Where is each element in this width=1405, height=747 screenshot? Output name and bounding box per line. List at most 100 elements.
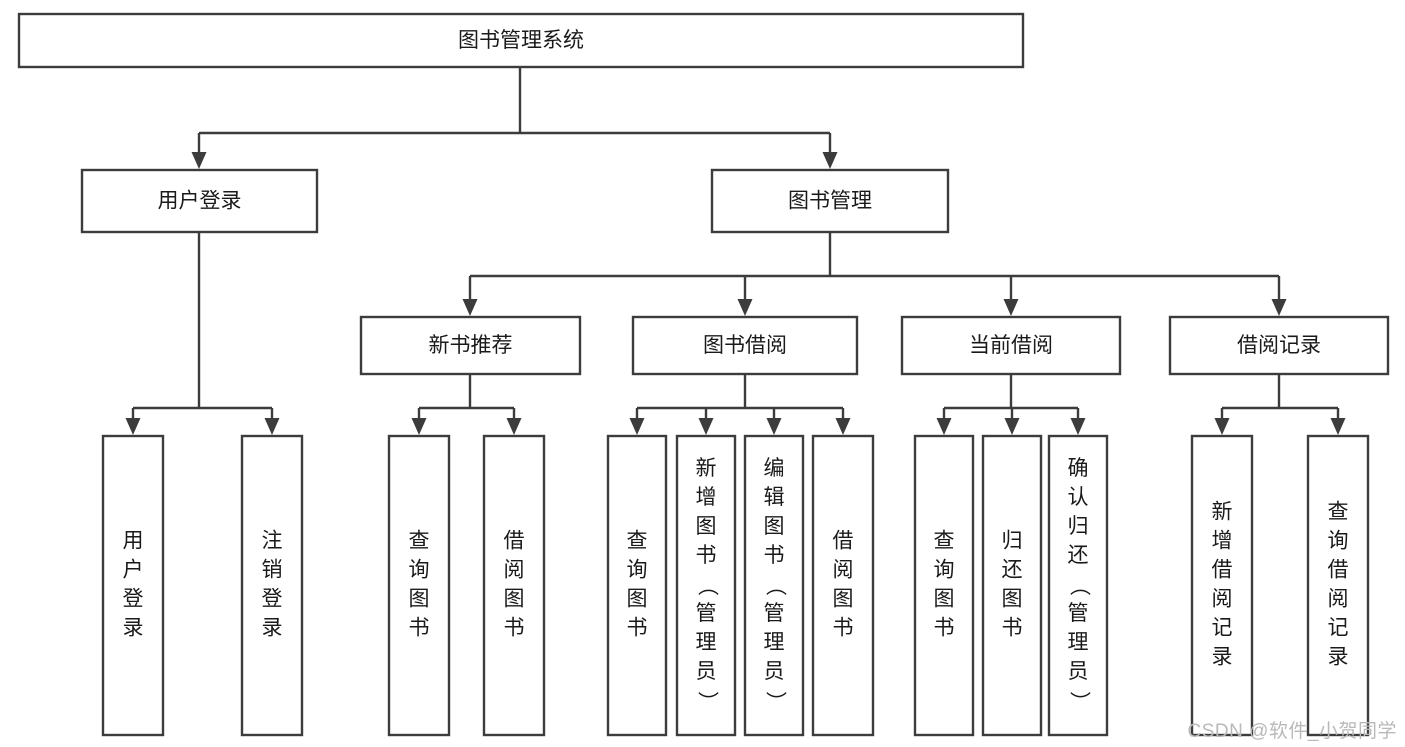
arrow-head-icon	[835, 418, 851, 435]
node-label-char: 图	[504, 588, 525, 611]
node-label-char: 借	[1328, 559, 1349, 582]
node-label-char: 录	[262, 617, 283, 640]
node-label-char: 员	[1068, 660, 1089, 683]
node-label-char: ）	[695, 691, 718, 712]
arrow-head-icon	[191, 152, 207, 169]
node-l2-user[interactable]: 用户登录	[80, 168, 319, 234]
node-label-char: 阅	[1328, 588, 1349, 611]
arrow-head-icon	[629, 418, 645, 435]
node-label-char: 书	[409, 617, 430, 640]
node-label: 借阅记录	[1237, 334, 1321, 357]
node-label-char: 借	[1212, 559, 1233, 582]
node-box[interactable]	[387, 434, 451, 737]
node-l3-current[interactable]: 当前借阅	[900, 315, 1122, 376]
node-label-char: 销	[262, 559, 283, 582]
node-label-char: 查	[409, 530, 430, 553]
arrow-head-icon	[462, 299, 478, 316]
connector-record-to-leaves	[1214, 374, 1346, 435]
node-label-char: 户	[123, 559, 144, 582]
node-label-char: 记	[1212, 617, 1233, 640]
node-box[interactable]	[101, 434, 165, 737]
node-box[interactable]	[606, 434, 668, 737]
node-box[interactable]	[981, 434, 1043, 737]
node-box[interactable]	[1306, 434, 1370, 737]
arrow-head-icon	[1070, 418, 1086, 435]
node-label-char: 书	[696, 544, 717, 567]
arrow-head-icon	[125, 418, 141, 435]
node-box[interactable]	[743, 434, 805, 737]
node-label-char: 录	[123, 617, 144, 640]
node-box[interactable]	[482, 434, 546, 737]
arrow-head-icon	[766, 418, 782, 435]
connector-new-to-leaves	[411, 374, 522, 435]
node-l3-borrow[interactable]: 图书借阅	[631, 315, 859, 376]
node-label-char: 书	[833, 617, 854, 640]
node-box[interactable]	[240, 434, 304, 737]
node-box[interactable]	[811, 434, 875, 737]
node-l2-book[interactable]: 图书管理	[710, 168, 950, 234]
node-label-char: 图	[696, 515, 717, 538]
node-label-char: 管	[764, 602, 785, 625]
node-label-char: 询	[627, 559, 648, 582]
node-label: 图书管理系统	[458, 29, 584, 52]
node-box[interactable]	[1190, 434, 1254, 737]
node-label-char: 录	[1328, 646, 1349, 669]
node-l3-record[interactable]: 借阅记录	[1168, 315, 1390, 376]
node-box[interactable]	[80, 168, 319, 234]
node-box[interactable]	[17, 12, 1025, 69]
node-label-char: 图	[833, 588, 854, 611]
arrow-head-icon	[1330, 418, 1346, 435]
node-label-char: 阅	[833, 559, 854, 582]
node-box[interactable]	[359, 315, 582, 376]
node-l3-new[interactable]: 新书推荐	[359, 315, 582, 376]
node-box[interactable]	[710, 168, 950, 234]
node-label-char: 新	[696, 457, 717, 480]
node-layer: 图书管理系统用户登录图书管理新书推荐图书借阅当前借阅借阅记录用户登录注销登录查询…	[17, 12, 1390, 737]
arrow-head-icon	[1214, 418, 1230, 435]
node-root[interactable]: 图书管理系统	[17, 12, 1025, 69]
node-label: 当前借阅	[969, 334, 1053, 357]
node-label-char: （	[763, 575, 786, 596]
node-label-char: 新	[1212, 501, 1233, 524]
node-label-char: 确	[1068, 457, 1089, 480]
connector-layer	[125, 67, 1346, 435]
node-box[interactable]	[1047, 434, 1109, 737]
node-label-char: 书	[764, 544, 785, 567]
connector-user-to-leaves	[125, 232, 280, 435]
node-label-char: 查	[934, 530, 955, 553]
node-box[interactable]	[1168, 315, 1390, 376]
node-label-char: 增	[696, 486, 717, 509]
node-box[interactable]	[675, 434, 737, 737]
node-label-char: 图	[1002, 588, 1023, 611]
node-leaf-user-login[interactable]: 用户登录	[101, 434, 165, 737]
connector-book-to-level3	[462, 232, 1287, 316]
node-label-char: 还	[1002, 559, 1023, 582]
node-box[interactable]	[631, 315, 859, 376]
node-box[interactable]	[913, 434, 975, 737]
arrow-head-icon	[411, 418, 427, 435]
node-label-char: 图	[934, 588, 955, 611]
node-label-char: 记	[1328, 617, 1349, 640]
node-box[interactable]	[900, 315, 1122, 376]
node-label-char: 图	[627, 588, 648, 611]
node-label-char: 书	[504, 617, 525, 640]
node-label-char: 书	[627, 617, 648, 640]
node-label-char: 借	[504, 530, 525, 553]
node-label-char: 还	[1068, 544, 1089, 567]
node-label-char: 询	[1328, 530, 1349, 553]
node-label-char: 管	[696, 602, 717, 625]
node-label: 用户登录	[158, 190, 242, 213]
